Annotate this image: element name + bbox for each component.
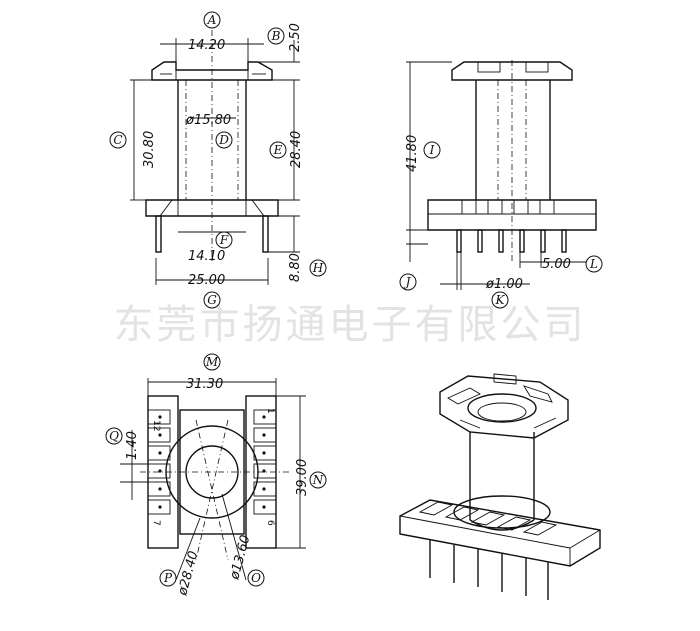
svg-text:I: I: [429, 143, 435, 157]
pin-number-6: 6: [265, 520, 275, 526]
dim-pin-length: 8.80: [288, 253, 303, 282]
svg-text:B: B: [271, 29, 281, 43]
label-n: N: [309, 471, 327, 489]
label-l: L: [585, 255, 603, 273]
label-p: P: [159, 569, 177, 587]
label-d: D: [215, 131, 233, 149]
label-q: Q: [105, 427, 123, 445]
svg-text:F: F: [219, 233, 229, 247]
label-h: H: [309, 259, 327, 277]
dim-pin-spacing: 1.40: [125, 431, 140, 460]
label-i: I: [423, 141, 441, 159]
label-c: C: [109, 131, 127, 149]
dim-pin-pitch: 5.00: [542, 257, 571, 272]
svg-text:K: K: [495, 293, 506, 307]
svg-text:A: A: [207, 13, 217, 27]
label-j: J: [399, 273, 417, 291]
svg-text:G: G: [207, 293, 217, 307]
label-a: A: [203, 11, 221, 29]
dim-overall-height: 30.80: [142, 131, 157, 168]
dim-bottom-width: 31.30: [186, 377, 223, 392]
svg-text:M: M: [205, 355, 219, 369]
dim-bore-diameter: ø15.80: [185, 113, 231, 128]
label-e: E: [269, 141, 287, 159]
label-m: M: [203, 353, 221, 371]
svg-text:D: D: [218, 133, 229, 147]
label-k: K: [491, 291, 509, 309]
dim-front-top-width: 14.20: [188, 38, 225, 53]
iso-pins: [429, 540, 549, 600]
bottom-view: 12 1 7 6 31.30 1.40 39.00 ø28.40 ø13.60 …: [105, 353, 327, 598]
dim-inner-height: 28.40: [289, 131, 304, 168]
dim-bottom-length: 39.00: [295, 459, 310, 496]
front-view: 14.20 2.50 30.80 ø15.80 28.40 14.10 25.0…: [109, 11, 327, 309]
side-pins: [456, 229, 567, 253]
svg-text:E: E: [273, 143, 283, 157]
pin-number-7: 7: [151, 520, 161, 526]
pin-number-12: 12: [151, 420, 161, 431]
label-o: O: [247, 569, 265, 587]
dim-overall-width: 25.00: [188, 273, 225, 288]
dim-flange-thickness: 2.50: [288, 23, 303, 52]
svg-text:J: J: [403, 275, 412, 289]
dim-outer-circle: ø28.40: [175, 550, 201, 598]
svg-text:P: P: [163, 571, 173, 585]
svg-text:O: O: [251, 571, 261, 585]
isometric-view: [399, 373, 601, 600]
dim-pin-diameter: ø1.00: [485, 277, 523, 292]
label-b: B: [267, 27, 285, 45]
company-watermark: 东莞市扬通电子有限公司: [113, 302, 587, 348]
pin-number-1: 1: [265, 408, 275, 414]
bottom-pin-dots: [158, 415, 266, 509]
svg-text:N: N: [312, 473, 324, 487]
side-view: 41.80 5.00 ø1.00 I J K L: [399, 60, 603, 309]
dim-side-height: 41.80: [405, 135, 420, 172]
dim-base-inner-width: 14.10: [188, 249, 225, 264]
svg-text:Q: Q: [109, 429, 119, 443]
label-g: G: [203, 291, 221, 309]
svg-text:L: L: [589, 257, 598, 271]
svg-text:H: H: [312, 261, 324, 275]
svg-text:C: C: [113, 133, 122, 147]
label-f: F: [215, 231, 233, 249]
